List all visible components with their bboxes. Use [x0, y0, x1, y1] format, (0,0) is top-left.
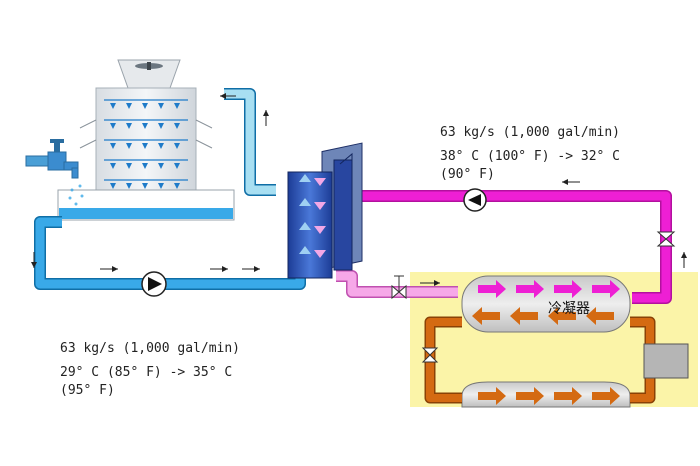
- valve-icon: [421, 347, 439, 363]
- plate-heat-exchanger: [287, 142, 363, 279]
- valve-icon: [656, 231, 676, 247]
- bottom-flow-rate: 63 kg/s (1,000 gal/min): [60, 341, 241, 356]
- condenser: [461, 275, 631, 408]
- condenser-label: 冷凝器: [548, 301, 590, 317]
- fan-icon: [135, 62, 163, 70]
- top-flow-temps-line1: 38° C (100° F) -> 32° C: [440, 149, 621, 164]
- pump-icon: [463, 188, 487, 212]
- valve-icon: [391, 275, 407, 300]
- pump-icon: [141, 271, 167, 297]
- top-flow-rate: 63 kg/s (1,000 gal/min): [440, 125, 621, 140]
- top-flow-temps-line2: (90° F): [440, 167, 495, 182]
- faucet-icon: [25, 139, 79, 179]
- bottom-flow-temps-line2: (95° F): [60, 383, 115, 398]
- cooling-tower: [79, 59, 213, 209]
- bottom-flow-temps-line1: 29° C (85° F) -> 35° C: [60, 365, 233, 380]
- compressor-icon: [643, 343, 689, 379]
